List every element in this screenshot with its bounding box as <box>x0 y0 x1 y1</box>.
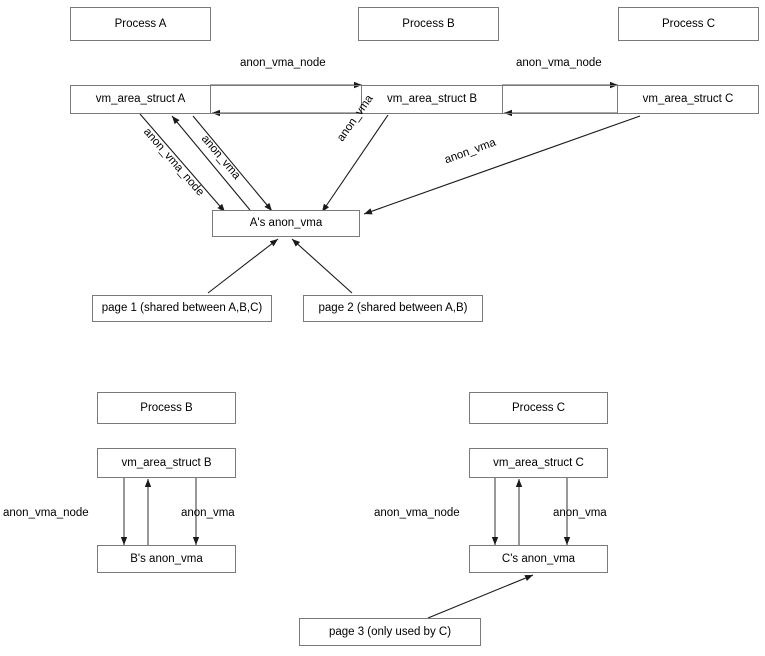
process-c-label: Process C <box>661 17 716 30</box>
edge-c-to-anon-vma-a <box>363 115 641 215</box>
page-3-label: page 3 (only used by C) <box>328 625 452 638</box>
anon-vma-a-box[interactable]: A's anon_vma <box>212 210 360 237</box>
vm-area-struct-a-box[interactable]: vm_area_struct A <box>70 85 211 114</box>
vm-area-struct-c-box[interactable]: vm_area_struct C <box>617 85 759 114</box>
page-3-box[interactable]: page 3 (only used by C) <box>299 618 481 646</box>
label-b-vma-2: anon_vma <box>181 507 235 519</box>
chain-label-ab: anon_vma_node <box>240 57 326 69</box>
chain-rail-ab <box>210 85 362 114</box>
chain-rail-bc <box>502 85 618 114</box>
vm-area-struct-b-2-box[interactable]: vm_area_struct B <box>97 448 236 478</box>
process-b-box[interactable]: Process B <box>358 7 499 41</box>
process-b-2-box[interactable]: Process B <box>97 392 236 424</box>
page-2-box[interactable]: page 2 (shared between A,B) <box>303 295 483 322</box>
anon-vma-b-label: B's anon_vma <box>130 552 203 565</box>
vm-area-struct-a-label: vm_area_struct A <box>95 93 186 106</box>
process-b-label: Process B <box>402 17 455 30</box>
edge-page2-to-anon-vma-a <box>291 238 353 294</box>
edge-page3-to-anon-vma-c <box>427 574 534 619</box>
label-a-vma: anon_vma <box>198 133 243 182</box>
edge-page1-to-anon-vma-a <box>207 238 279 294</box>
page-1-label: page 1 (shared between A,B,C) <box>101 302 263 315</box>
process-a-box[interactable]: Process A <box>70 7 211 41</box>
anon-vma-c-label: C's anon_vma <box>501 552 576 565</box>
page-1-box[interactable]: page 1 (shared between A,B,C) <box>92 295 272 322</box>
process-c-2-label: Process C <box>511 401 566 414</box>
vm-area-struct-c-2-box[interactable]: vm_area_struct C <box>469 448 608 478</box>
edge-a-node-up <box>171 115 251 211</box>
process-b-2-label: Process B <box>140 401 193 414</box>
edge-b-to-anon-vma-a <box>321 114 389 213</box>
anon-vma-c-box[interactable]: C's anon_vma <box>469 545 608 573</box>
label-b-node: anon_vma_node <box>3 507 89 519</box>
vm-area-struct-c-2-label: vm_area_struct C <box>493 456 584 469</box>
process-a-label: Process A <box>114 17 167 30</box>
anon-vma-b-box[interactable]: B's anon_vma <box>97 545 236 573</box>
anon-vma-a-label: A's anon_vma <box>249 217 323 230</box>
vm-area-struct-b-label: vm_area_struct B <box>386 93 478 106</box>
vm-area-struct-c-label: vm_area_struct C <box>642 93 734 106</box>
label-a-node: anon_vma_node <box>140 126 207 199</box>
page-2-label: page 2 (shared between A,B) <box>318 302 468 315</box>
vm-area-struct-b-box[interactable]: vm_area_struct B <box>361 85 503 114</box>
label-c-vma: anon_vma <box>443 136 498 167</box>
vm-area-struct-b-2-label: vm_area_struct B <box>121 456 212 469</box>
label-c-vma-2: anon_vma <box>553 507 607 519</box>
label-c-node: anon_vma_node <box>374 507 460 519</box>
chain-label-bc: anon_vma_node <box>516 57 602 69</box>
process-c-box[interactable]: Process C <box>618 7 759 41</box>
process-c-2-box[interactable]: Process C <box>469 392 608 424</box>
